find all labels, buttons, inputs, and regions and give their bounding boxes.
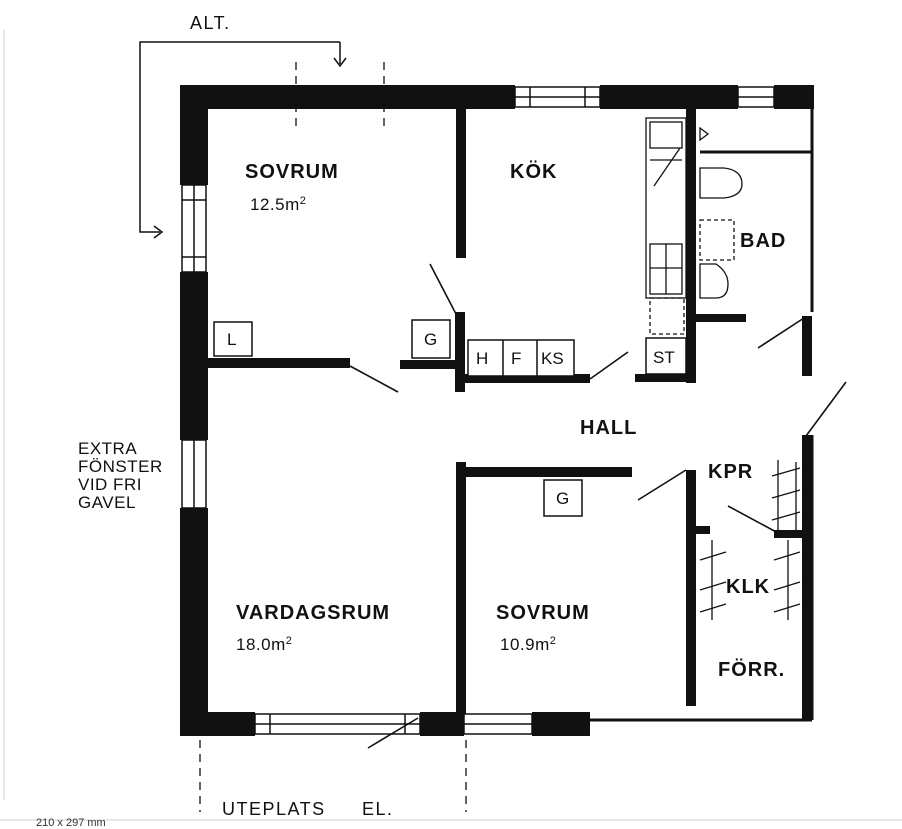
area-exponent: 2 [285,635,293,647]
note-line: EXTRA [78,439,138,458]
electric-label: EL. [362,799,394,819]
fixture-g2-label: G [556,489,570,508]
fixture-l-label: L [227,330,237,349]
area-value: 12.5m [250,195,300,214]
closet-hatching [699,460,801,620]
windows [181,86,775,735]
bath-fixtures [699,167,743,299]
compass-label: ALT. [190,13,231,33]
room-storage-name: FÖRR. [718,659,786,681]
fixture-f-label: F [511,349,522,368]
patio-label: UTEPLATS [222,799,326,819]
room-living-area: 18.0m2 [236,635,293,654]
appliance-boxes [213,319,687,517]
note-line: GAVEL [78,492,136,512]
page-size-footer: 210 x 297 mm [36,817,106,829]
room-bath-name: BAD [740,230,787,252]
extra-window-note: EXTRA FÖNSTER VID FRI GAVEL [78,440,163,511]
room-kpr-name: KPR [708,461,754,483]
room-hall-name: HALL [580,417,638,439]
room-klk-name: KLK [726,576,771,598]
fixture-h-label: H [476,349,489,368]
area-value: 10.9m [500,635,550,654]
exterior-walls [180,85,814,736]
scan-artifacts [0,30,902,821]
note-line: FÖNSTER [78,456,163,476]
room-living-name: VARDAGSRUM [236,602,391,624]
thin-walls [590,96,814,722]
fixture-ks-label: KS [541,349,564,368]
room-kitchen-name: KÖK [510,161,558,183]
room-bedroom-1-name: SOVRUM [245,161,339,183]
interior-walls [208,108,812,722]
room-bedroom-1-area: 12.5m2 [250,195,307,214]
door-swings [349,263,847,749]
orientation-arrows [139,41,347,239]
area-value: 18.0m [236,635,286,654]
room-bedroom-2-name: SOVRUM [496,602,590,624]
room-bedroom-2-area: 10.9m2 [500,635,557,654]
fixture-g1-label: G [424,330,438,349]
note-line: VID FRI [78,474,142,494]
dashed-guides [199,62,467,812]
area-exponent: 2 [549,635,557,647]
area-exponent: 2 [299,195,307,207]
kitchen-fixtures [645,117,710,335]
fixture-st-label: ST [653,348,675,367]
